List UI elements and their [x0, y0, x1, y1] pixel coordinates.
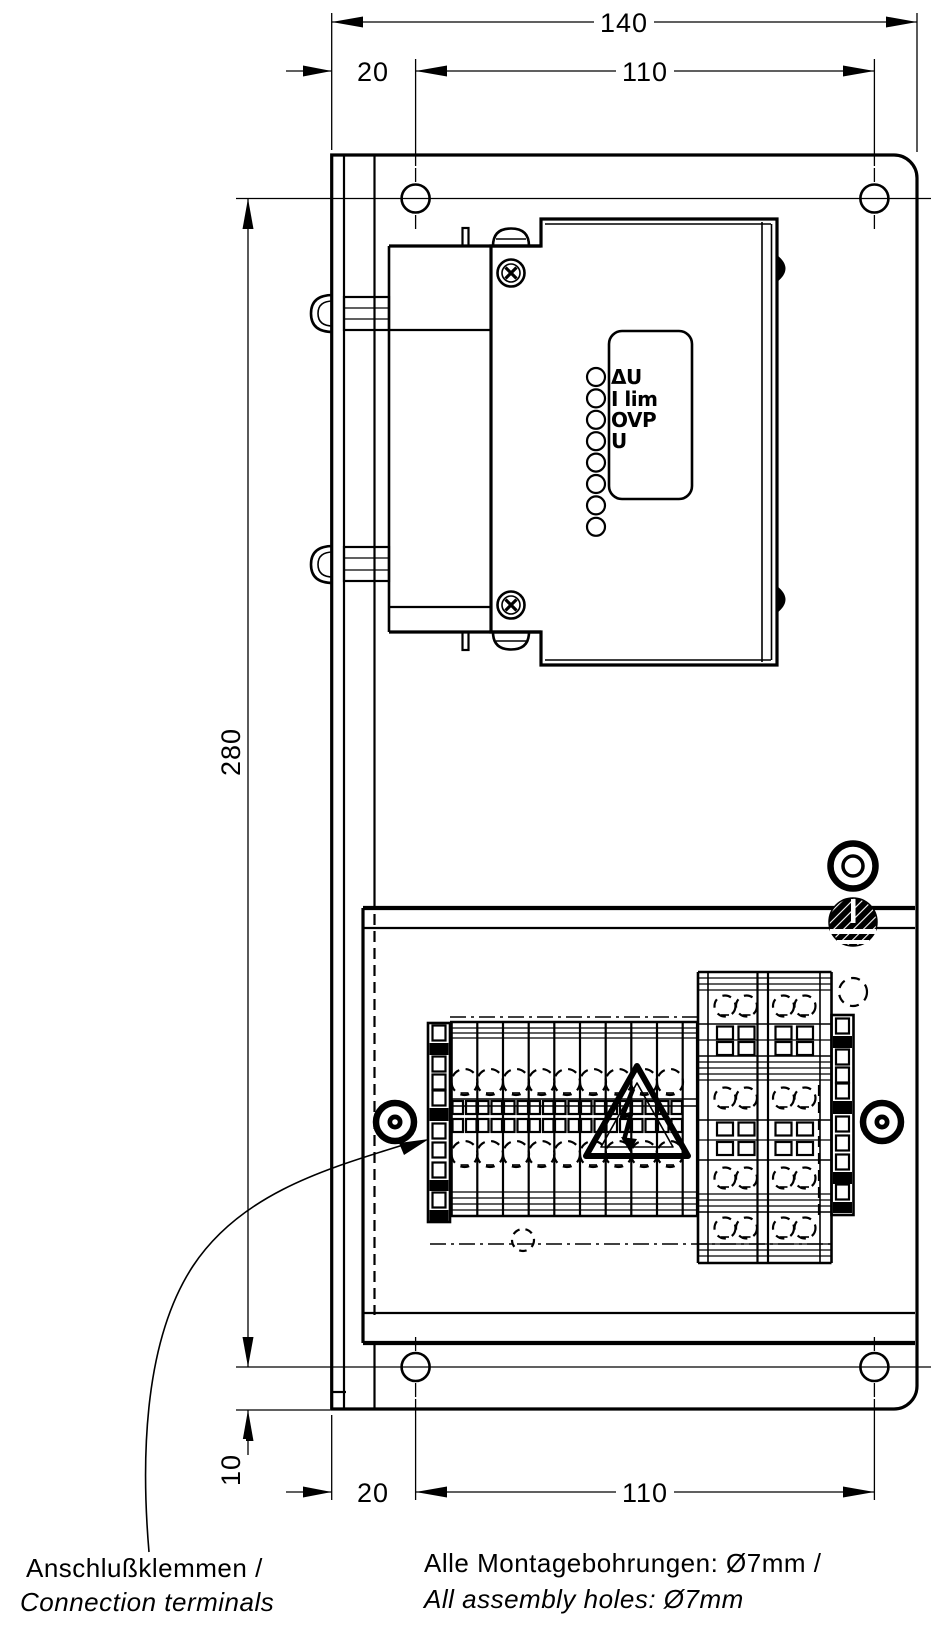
note-holes-de: Alle Montagebohrungen: Ø7mm /: [424, 1548, 822, 1578]
high-voltage-warning-icon: [583, 1063, 691, 1159]
mounting-holes: [236, 168, 931, 1397]
mounting-hole: [400, 1351, 431, 1383]
led-indicator: [585, 388, 607, 409]
led-label-ovp: OVP: [611, 408, 656, 432]
led-indicator: [585, 516, 607, 537]
led-label-ilim: I lim: [611, 387, 657, 411]
terminal-leader: [144, 1139, 429, 1553]
note-holes-en: All assembly holes: Ø7mm: [422, 1584, 744, 1614]
connection-terminals: [372, 970, 905, 1265]
side-screw-icon: [309, 293, 334, 334]
device-housing: ΔU I lim OVP U: [489, 217, 786, 667]
phillips-screw-icon: [496, 258, 526, 288]
mounting-hole: [859, 183, 890, 214]
note-terminals-en: Connection terminals: [20, 1587, 274, 1617]
side-tab: [777, 586, 786, 613]
device-unit: ΔU I lim OVP U: [309, 217, 786, 667]
side-tab: [777, 255, 786, 282]
led-label-du: ΔU: [611, 365, 642, 389]
end-clamp-left: [426, 1021, 452, 1224]
din-rail-bracket: [309, 226, 541, 652]
dimension-arrows: [242, 16, 917, 1498]
led-indicator: [585, 473, 607, 495]
screw-boss-icon: [372, 1099, 418, 1145]
led-label-u: U: [611, 429, 627, 453]
led-indicator: [585, 366, 607, 388]
note-terminals-de: Anschlußklemmen /: [26, 1553, 263, 1583]
ring-boss: [827, 840, 879, 892]
mounting-hole: [859, 1351, 890, 1383]
side-screw-icon: [309, 544, 334, 585]
led-indicator: [585, 452, 607, 473]
ground-symbol-icon: [828, 897, 878, 947]
dim-top-offset: 20: [357, 57, 389, 87]
terminal-chassis: [361, 905, 915, 1346]
dim-bottom-spacing: 110: [622, 1478, 668, 1508]
end-clamp-right: [830, 1013, 855, 1217]
dim-total-width: 140: [600, 8, 648, 38]
dim-bottom-margin: 10: [216, 1454, 246, 1486]
led-panel: ΔU I lim OVP U: [585, 329, 694, 537]
dim-height: 280: [216, 728, 246, 776]
dim-bottom-offset: 20: [357, 1478, 389, 1508]
led-indicator: [585, 495, 607, 516]
led-indicator: [585, 409, 607, 430]
annotations: Anschlußklemmen / Connection terminals A…: [20, 1548, 822, 1617]
dimension-lines: 140 20 110 280 10 20 110: [216, 8, 918, 1508]
mounting-plate: [330, 153, 919, 1411]
dim-top-spacing: 110: [622, 57, 668, 87]
led-indicator: [585, 431, 607, 452]
power-terminal-block: [696, 970, 833, 1265]
screw-boss-icon: [859, 1099, 905, 1145]
hidden-hole: [837, 976, 869, 1008]
phillips-screw-icon: [496, 590, 526, 620]
hidden-hole: [510, 1227, 536, 1253]
mounting-hole: [400, 183, 431, 214]
